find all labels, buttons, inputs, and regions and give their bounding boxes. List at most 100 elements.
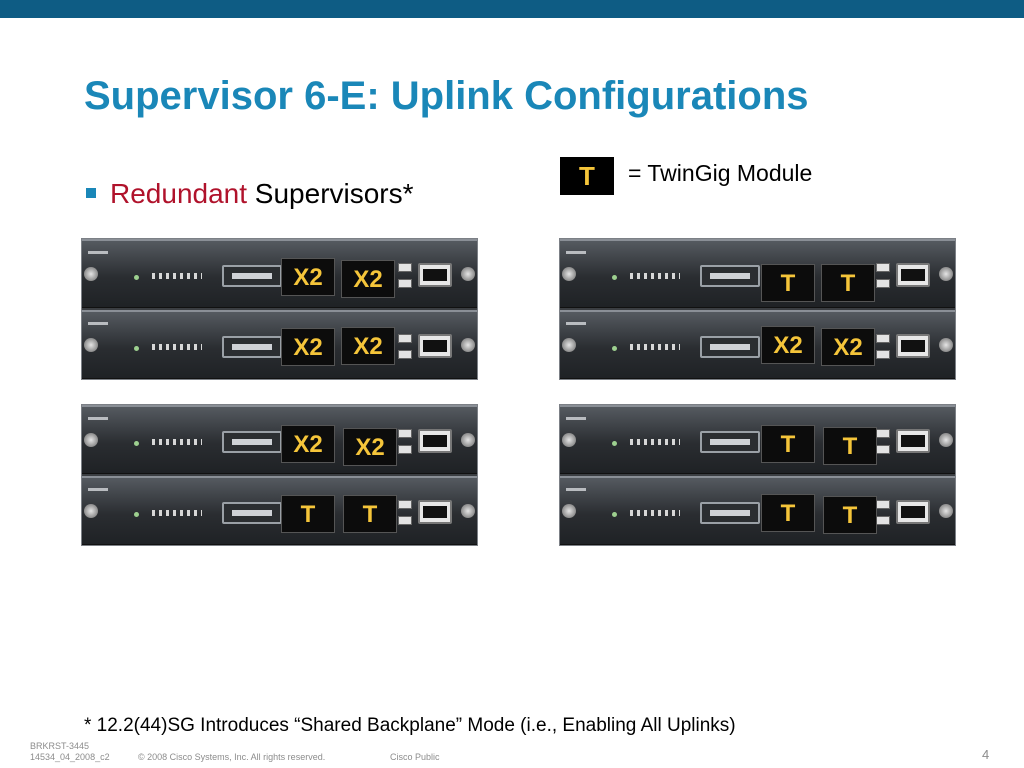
screw-icon [84, 267, 98, 281]
uplink-module: T [823, 427, 877, 465]
uplink-module: T [761, 494, 815, 532]
compact-flash-slot [700, 336, 760, 358]
bullet-red-text: Redundant [110, 178, 248, 209]
status-led [134, 275, 139, 280]
screw-icon [461, 433, 475, 447]
legend-twingig-box: T [560, 157, 614, 195]
rj45-ports-icon [896, 429, 930, 453]
status-led [134, 441, 139, 446]
status-led [612, 275, 617, 280]
screw-icon [562, 433, 576, 447]
footer-session: BRKRST-3445 14534_04_2008_c2 [30, 741, 110, 763]
uplink-module: T [761, 425, 815, 463]
screw-icon [939, 267, 953, 281]
usb-port-icon [398, 263, 412, 272]
footer-classification: Cisco Public [390, 752, 440, 762]
screw-icon [562, 504, 576, 518]
uplink-module: X2 [341, 260, 395, 298]
page-number: 4 [982, 747, 990, 762]
card-label [566, 322, 586, 325]
usb-port-icon [398, 500, 412, 509]
usb-port-icon [398, 350, 412, 359]
compact-flash-slot [222, 336, 282, 358]
screw-icon [461, 267, 475, 281]
supervisor-card [82, 239, 477, 308]
bullet-text: Redundant Supervisors* [110, 178, 414, 210]
screw-icon [84, 338, 98, 352]
usb-port-icon [876, 445, 890, 454]
footnote: * 12.2(44)SG Introduces “Shared Backplan… [84, 715, 736, 736]
supervisor-card [560, 310, 955, 379]
rj45-ports-icon [896, 263, 930, 287]
footer-copyright: © 2008 Cisco Systems, Inc. All rights re… [138, 752, 326, 762]
uplink-module: X2 [341, 327, 395, 365]
compact-flash-slot [222, 502, 282, 524]
usb-port-icon [398, 445, 412, 454]
usb-port-icon [398, 334, 412, 343]
card-label [88, 322, 108, 325]
card-label [88, 488, 108, 491]
status-led [612, 441, 617, 446]
supervisor-card [560, 476, 955, 545]
usb-port-icon [876, 429, 890, 438]
uplink-module: X2 [821, 328, 875, 366]
usb-port-icon [876, 500, 890, 509]
status-led [134, 346, 139, 351]
led-row [630, 344, 680, 350]
footer-session-id: BRKRST-3445 [30, 741, 90, 751]
bullet-square-icon [86, 188, 96, 198]
screw-icon [939, 433, 953, 447]
usb-port-icon [876, 279, 890, 288]
uplink-module: X2 [761, 326, 815, 364]
led-row [152, 344, 202, 350]
supervisor-card [560, 405, 955, 474]
uplink-module: T [343, 495, 397, 533]
supervisor-card [560, 239, 955, 308]
screw-icon [939, 504, 953, 518]
card-label [566, 251, 586, 254]
bullet-black-text: Supervisors* [254, 178, 414, 209]
status-led [612, 512, 617, 517]
supervisor-card [82, 476, 477, 545]
compact-flash-slot [222, 431, 282, 453]
rj45-ports-icon [418, 263, 452, 287]
screw-icon [84, 433, 98, 447]
top-bar [0, 0, 1024, 18]
compact-flash-slot [700, 265, 760, 287]
led-row [630, 273, 680, 279]
legend-text: = TwinGig Module [628, 160, 813, 186]
screw-icon [84, 504, 98, 518]
uplink-module: T [281, 495, 335, 533]
supervisor-card [82, 405, 477, 474]
usb-port-icon [876, 334, 890, 343]
led-row [630, 439, 680, 445]
uplink-module: T [821, 264, 875, 302]
chassis-image: T T X2 X2 [559, 238, 956, 380]
screw-icon [939, 338, 953, 352]
card-label [566, 417, 586, 420]
rj45-ports-icon [896, 500, 930, 524]
usb-port-icon [398, 516, 412, 525]
screw-icon [562, 267, 576, 281]
usb-port-icon [876, 263, 890, 272]
chassis-image: X2 X2 X2 X2 [81, 238, 478, 380]
chassis-image: X2 X2 T T [81, 404, 478, 546]
rj45-ports-icon [418, 500, 452, 524]
uplink-module: X2 [281, 328, 335, 366]
card-label [88, 417, 108, 420]
usb-port-icon [876, 350, 890, 359]
led-row [152, 439, 202, 445]
compact-flash-slot [222, 265, 282, 287]
compact-flash-slot [700, 502, 760, 524]
screw-icon [461, 338, 475, 352]
card-label [566, 488, 586, 491]
uplink-module: X2 [343, 428, 397, 466]
screw-icon [562, 338, 576, 352]
rj45-ports-icon [418, 429, 452, 453]
footer-doc-id: 14534_04_2008_c2 [30, 752, 110, 762]
usb-port-icon [398, 429, 412, 438]
status-led [134, 512, 139, 517]
uplink-module: X2 [281, 258, 335, 296]
usb-port-icon [398, 279, 412, 288]
rj45-ports-icon [896, 334, 930, 358]
